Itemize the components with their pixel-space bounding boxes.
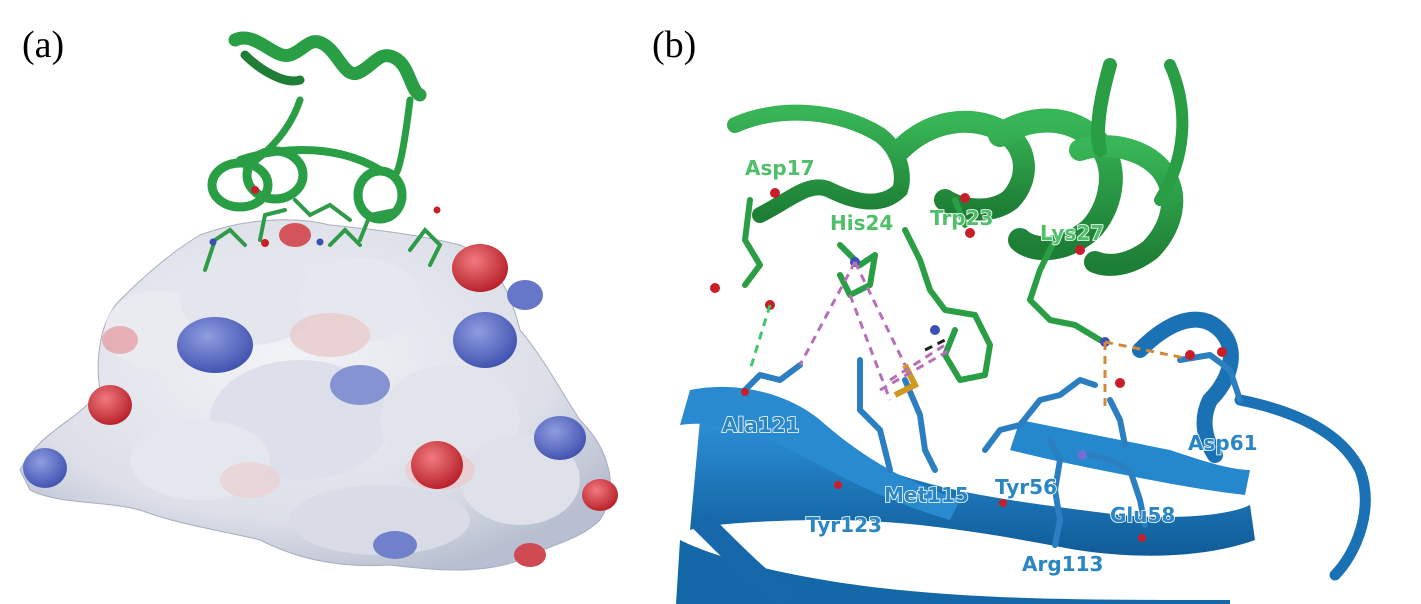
panel-b-peptide-green bbox=[710, 58, 1189, 398]
label-tyr123: Tyr123 bbox=[806, 513, 882, 537]
label-glu58: Glu58 bbox=[1110, 503, 1175, 527]
panel-b-blue-sidechains bbox=[741, 347, 1243, 548]
label-lys27: Lys27 bbox=[1040, 221, 1104, 245]
panel-label-a: (a) bbox=[22, 24, 65, 66]
panel-b-protein-blue bbox=[676, 311, 1371, 604]
label-tyr56: Tyr56 bbox=[995, 475, 1057, 499]
label-asp17: Asp17 bbox=[745, 156, 815, 180]
label-ala121: Ala121 bbox=[722, 413, 800, 437]
panel-a-surface bbox=[19, 219, 618, 571]
label-arg113: Arg113 bbox=[1022, 552, 1103, 576]
label-asp61: Asp61 bbox=[1188, 431, 1258, 455]
label-trp23: Trp23 bbox=[930, 206, 993, 230]
panel-a-peptide-helix bbox=[203, 31, 443, 272]
panel-b-hbonds bbox=[748, 261, 1186, 410]
label-met115: Met115 bbox=[884, 483, 969, 507]
panel-b-residue-labels: Asp17 His24 Trp23 Lys27 Ala121 Met115 Ty… bbox=[721, 155, 1258, 577]
label-his24: His24 bbox=[830, 211, 893, 235]
panel-label-b: (b) bbox=[652, 24, 697, 66]
